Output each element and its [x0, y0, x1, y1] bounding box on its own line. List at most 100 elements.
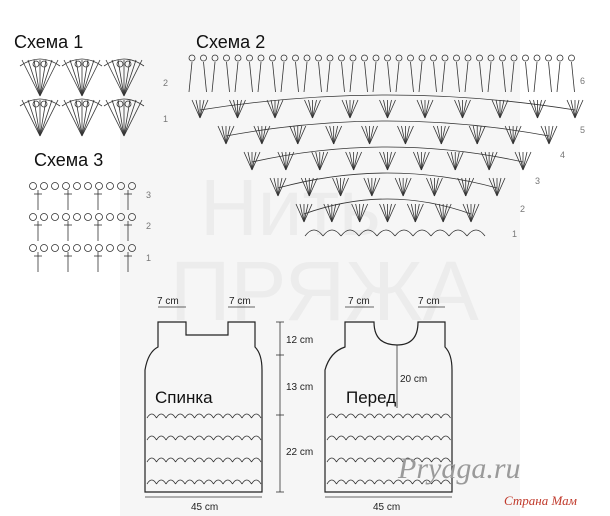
stitch-line: [117, 59, 125, 97]
chain-loop: [349, 54, 357, 62]
row-arc: [251, 146, 524, 163]
scallop: [355, 435, 366, 441]
chain-arc: [61, 58, 103, 67]
stitch-line: [341, 61, 345, 93]
fan-stitch: [488, 151, 494, 171]
back-height-3: 22 cm: [286, 447, 313, 458]
chain-stitch: [128, 213, 136, 221]
fan-stitch: [308, 177, 318, 197]
fan-stitch: [484, 151, 490, 171]
chain-loop: [223, 54, 230, 62]
chain-loop: [372, 54, 380, 62]
fan-stitch: [285, 151, 295, 171]
chain-loop: [556, 54, 564, 62]
fan-stitch: [457, 177, 467, 197]
front-outline: [324, 321, 453, 493]
scallop: [203, 457, 214, 463]
chain-stitch: [106, 213, 114, 221]
stitch-line: [81, 59, 95, 97]
fan-stitch: [434, 177, 443, 197]
bottom-scallop: [358, 229, 378, 237]
stitch-line: [81, 99, 95, 137]
scallop: [194, 479, 205, 485]
stitch-line: [123, 59, 137, 97]
fan-stitch: [544, 125, 550, 145]
fan-stitch: [432, 125, 442, 145]
scallop: [402, 457, 413, 463]
fan-stitch: [303, 203, 309, 223]
scallop: [440, 435, 451, 441]
scallop: [194, 457, 205, 463]
scallop: [222, 457, 233, 463]
fan-stitch: [311, 151, 321, 171]
fan-stitch: [454, 99, 463, 119]
scallop: [345, 435, 356, 441]
fan-stitch: [402, 177, 408, 197]
fan-stitch: [261, 125, 267, 145]
fan-stitch: [195, 99, 201, 119]
stitch-line: [39, 99, 47, 137]
chain-loop: [116, 60, 124, 68]
stitch-line: [249, 61, 253, 93]
chain-stitch: [106, 244, 114, 252]
fan-stitch: [319, 151, 325, 171]
scallop: [345, 479, 356, 485]
chain-loop: [407, 54, 414, 62]
stitch-line: [372, 61, 377, 93]
chain-stitch: [73, 182, 81, 190]
scallop: [213, 457, 224, 463]
front-shoulder-left: 7 cm: [348, 296, 370, 307]
scallop: [326, 457, 337, 463]
fan-stitch: [261, 125, 271, 145]
scallop: [241, 457, 252, 463]
fan-stitch: [480, 151, 490, 171]
fan-stitch: [512, 125, 522, 145]
stitch-line: [81, 99, 101, 137]
fan-stitch: [369, 125, 378, 145]
fan-stitch: [387, 99, 396, 119]
site-logo-text: Pryaga.ru: [397, 452, 521, 485]
scallop: [383, 435, 394, 441]
fan-stitch: [349, 99, 359, 119]
site-branding: Pryaga.ru Страна Мам: [397, 452, 577, 508]
fan-stitch: [387, 151, 392, 171]
bottom-scallop: [394, 229, 414, 237]
scallop: [251, 413, 262, 419]
scallop: [232, 457, 243, 463]
scallop: [156, 435, 167, 441]
chain-loop: [361, 54, 368, 62]
chain-loop: [82, 100, 90, 108]
fan-stitch: [304, 99, 313, 119]
chain-stitch: [117, 213, 125, 221]
bottom-scallop: [412, 229, 432, 237]
scallop: [241, 435, 252, 441]
chain-loop: [430, 54, 437, 62]
stitch-line: [123, 99, 137, 137]
fan-stitch: [440, 125, 450, 145]
chain-stitch: [51, 244, 59, 252]
scallop: [440, 479, 451, 485]
fan-stitch: [496, 177, 506, 197]
fan-stitch: [472, 125, 478, 145]
chain-stitch: [51, 182, 59, 190]
fan-stitch: [281, 151, 287, 171]
scallop: [156, 457, 167, 463]
fan-stitch: [367, 177, 373, 197]
stitch-line: [349, 61, 354, 93]
chain-arc: [103, 58, 145, 67]
scallop: [175, 479, 186, 485]
front-width: 45 cm: [373, 502, 400, 513]
scallop: [203, 479, 214, 485]
fan-stitch: [257, 125, 263, 145]
chain-stitch: [84, 213, 92, 221]
stitch-line: [364, 61, 368, 93]
stitch-line: [39, 59, 53, 97]
chain-loop: [453, 54, 460, 62]
fan-stitch: [349, 151, 355, 171]
chain-stitch: [40, 244, 48, 252]
stitch-line: [387, 61, 391, 93]
fan-stitch: [387, 203, 396, 223]
scallop: [146, 413, 157, 419]
scallop: [222, 413, 233, 419]
fan-stitch: [345, 151, 354, 171]
